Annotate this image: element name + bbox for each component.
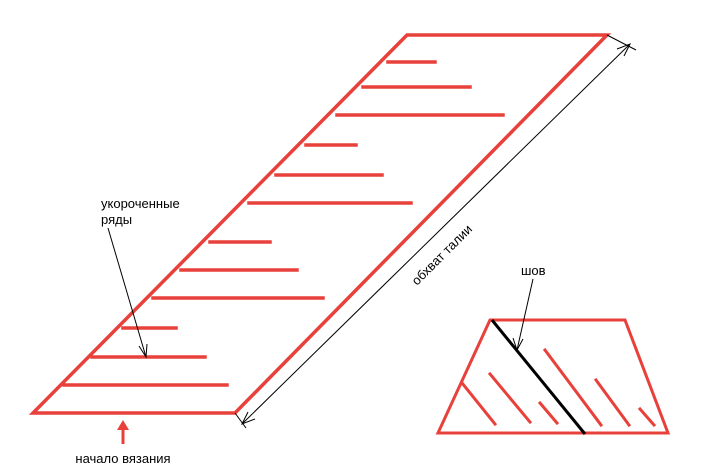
short-rows (62, 60, 505, 387)
pointer-line (107, 227, 147, 358)
seam-label: шов (521, 263, 546, 278)
extension-line-bottom (234, 412, 247, 429)
seam-hatching (459, 347, 657, 428)
seam-pointer-arrowhead-icon (512, 337, 524, 352)
short-rows-label-line2: ряды (101, 212, 132, 227)
waist-label: обхват талии (409, 222, 476, 289)
seam-trapezoid-outline (435, 318, 671, 435)
seam-pointer-line (516, 278, 534, 351)
arrowhead-top-icon (616, 43, 632, 57)
short-rows-pointer (107, 227, 148, 359)
short-rows-label-line1: укороченные (101, 196, 180, 211)
seam-detail (435, 318, 671, 435)
waist-dimension (234, 34, 637, 429)
pointer-arrowhead-icon (138, 343, 148, 359)
dimension-line (241, 43, 631, 425)
seam-line (490, 319, 587, 435)
start-label: начало вязания (75, 451, 170, 466)
arrowhead-bottom-icon (240, 411, 256, 425)
seam-pointer (512, 278, 534, 352)
start-arrow-icon (117, 420, 129, 444)
extension-line-top (606, 34, 637, 51)
